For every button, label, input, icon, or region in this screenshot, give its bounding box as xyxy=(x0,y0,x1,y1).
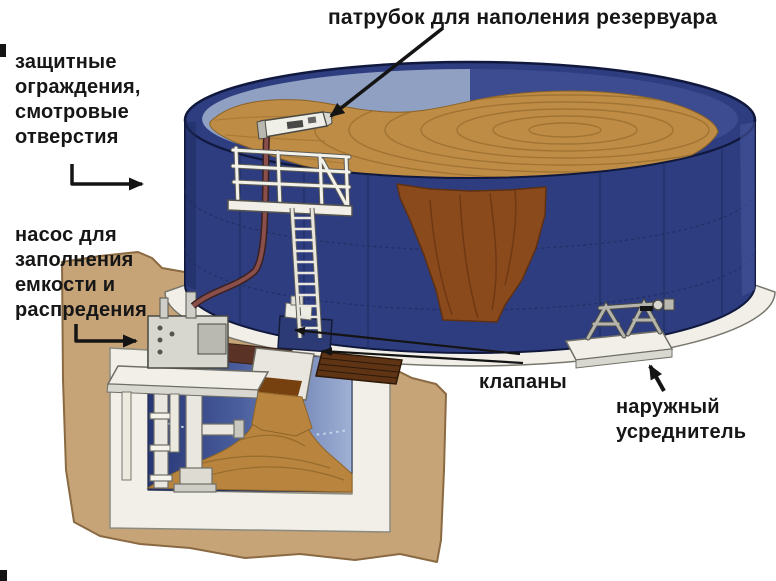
storage-tank xyxy=(164,60,776,367)
pump-table-leg-left xyxy=(121,391,132,481)
pump-suction-pipes xyxy=(149,387,245,493)
arrow-pump xyxy=(74,324,138,348)
label-guard-rails: защитные ограждения, смотровые отверстия xyxy=(15,51,141,148)
arrow-mixer xyxy=(648,364,666,392)
label-external-mixer: наружный усреднитель xyxy=(616,396,747,443)
mixer-end-cap xyxy=(663,298,675,311)
mixer-coupling xyxy=(652,299,664,311)
slurry-stream xyxy=(251,391,313,437)
access-ladder xyxy=(289,207,323,339)
arrow-guard xyxy=(70,164,144,191)
pump-table-edge xyxy=(106,383,259,399)
label-fill-pipe: патрубок для наполения резервуара xyxy=(328,6,718,29)
fill-hose xyxy=(190,130,271,309)
tank-right-edge-highlight xyxy=(740,122,755,296)
drain-grate xyxy=(315,351,403,385)
pump-unit xyxy=(147,291,229,369)
scan-artifacts xyxy=(0,44,653,581)
label-filling-pump: насос для заполнения емкости и распреден… xyxy=(15,224,147,321)
label-valves: клапаны xyxy=(479,371,567,393)
pump-table-leg-right xyxy=(169,393,180,453)
pit-foam-line xyxy=(155,419,349,438)
cutaway-streaks xyxy=(429,189,517,319)
platform-floor xyxy=(227,199,353,217)
slurry-cutaway-section xyxy=(396,183,547,323)
pump-station xyxy=(106,291,270,481)
arrow-valve-upper xyxy=(294,326,521,356)
callout-arrows xyxy=(70,26,666,392)
external-mixer xyxy=(564,297,675,369)
tank-left-edge-shade xyxy=(185,122,196,290)
service-platform xyxy=(227,145,353,217)
arrow-valve-lower xyxy=(321,347,524,365)
mixer-slab-front xyxy=(575,348,673,369)
arrow-fill-pipe xyxy=(329,26,445,118)
fill-pipe-nozzle xyxy=(256,111,333,140)
